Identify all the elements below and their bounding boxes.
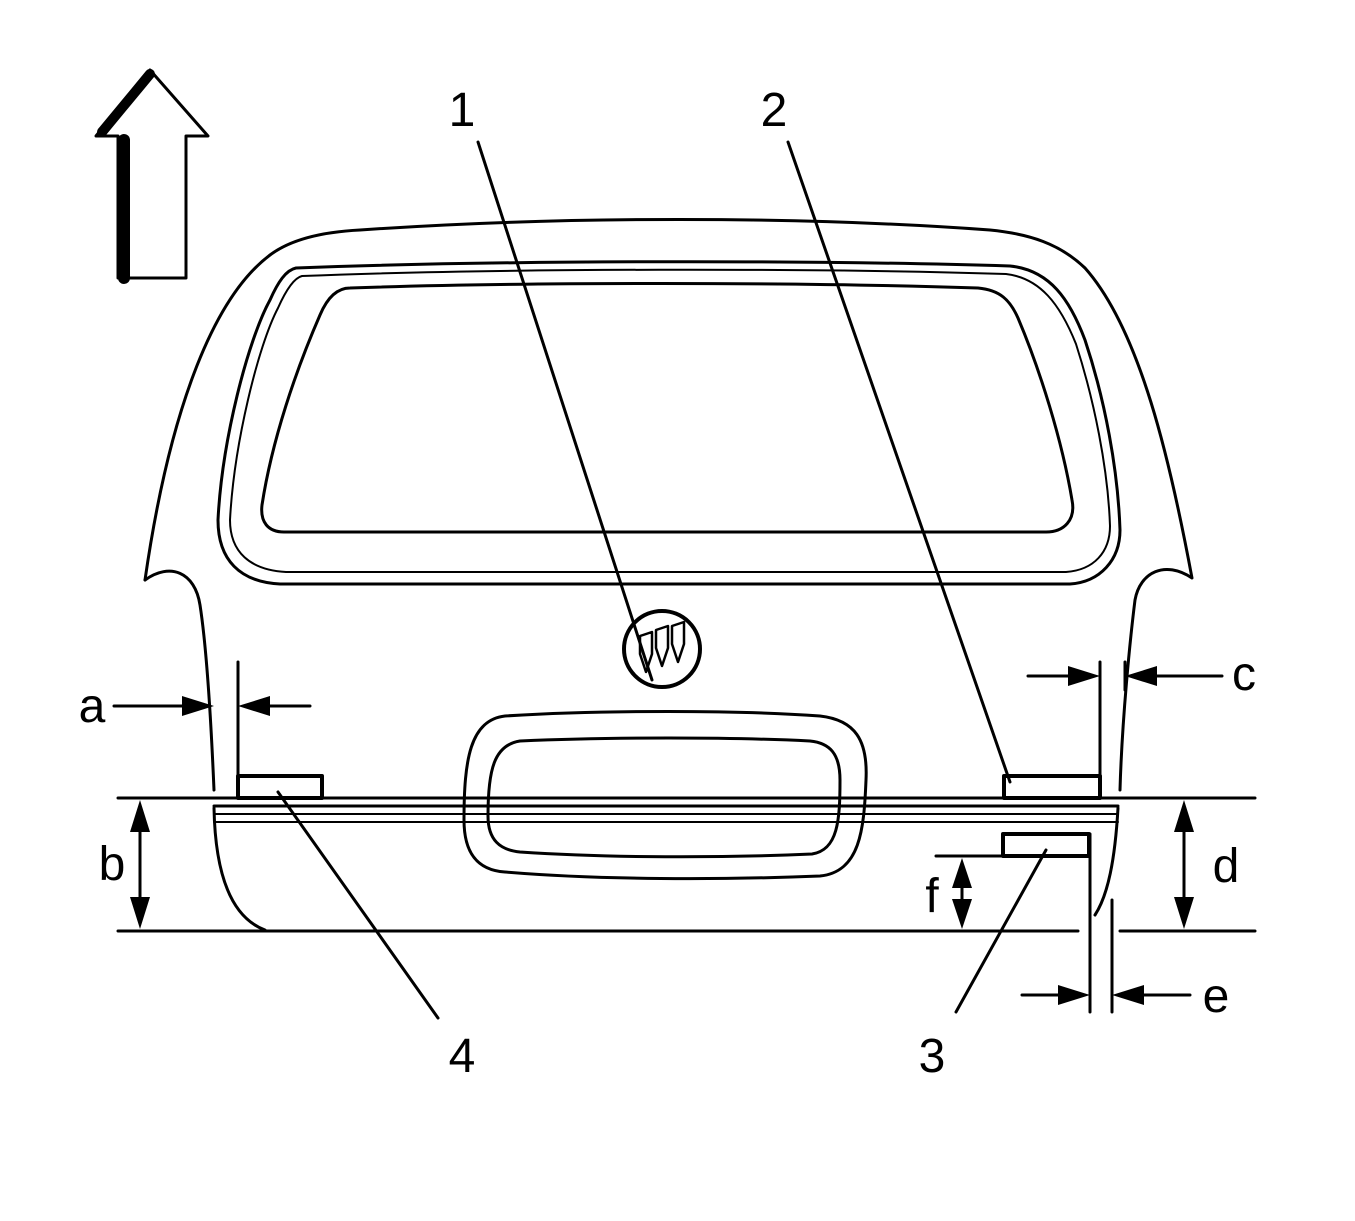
dimension-c: [1026, 666, 1224, 686]
vehicle-body: [143, 218, 1194, 932]
callout-1: 1: [449, 84, 476, 137]
dimension-f: [952, 858, 972, 929]
dim-label-d: d: [1213, 840, 1240, 893]
leader-3: [954, 848, 1048, 1014]
dim-label-c: c: [1232, 648, 1256, 701]
emblem-icon: [622, 609, 702, 689]
callout-4: 4: [449, 1030, 476, 1083]
dimension-b: [130, 800, 150, 929]
dimension-d: [1174, 800, 1194, 929]
dim-label-b: b: [99, 838, 126, 891]
callout-3: 3: [919, 1030, 946, 1083]
rear-window: [216, 260, 1122, 586]
leader-4: [276, 790, 440, 1020]
dim-label-a: a: [79, 680, 106, 733]
leader-2: [786, 140, 1012, 784]
leader-1: [476, 140, 654, 682]
license-plate-recess: [462, 710, 868, 881]
callout-2: 2: [761, 84, 788, 137]
dimension-e: [1020, 985, 1192, 1005]
dim-label-e: e: [1203, 970, 1230, 1023]
dimension-a: [112, 696, 312, 716]
dim-label-f: f: [925, 870, 939, 923]
gauge-block-right-upper: [1002, 774, 1102, 800]
forward-arrow-icon: [94, 68, 210, 284]
